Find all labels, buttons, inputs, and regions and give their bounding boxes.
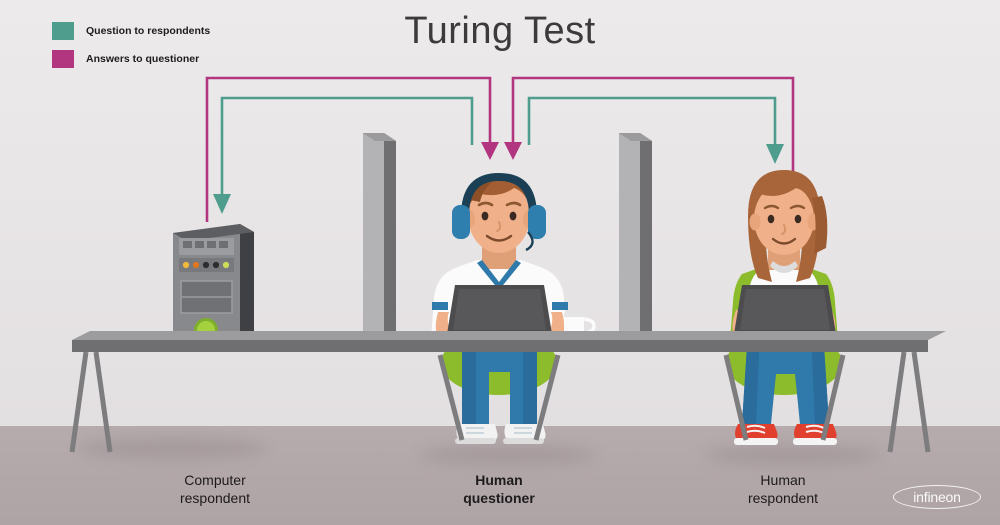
headphones-questioner xyxy=(461,173,537,216)
magenta-arrowhead-at-questioner-right xyxy=(504,142,522,160)
caption-human-respondent: Human respondent xyxy=(683,471,883,507)
caption-respondent-line1: Human xyxy=(760,472,806,488)
teal-arrow-questioner-to-human-path xyxy=(527,96,777,146)
legend-label-question: Question to respondents xyxy=(86,25,211,37)
headphone-earcup-right xyxy=(528,205,546,239)
magenta-arrow-computer-to-questioner-path xyxy=(205,76,492,222)
caption-questioner-line1: Human xyxy=(475,472,523,488)
legend-label-answer: Answers to questioner xyxy=(86,53,200,65)
legend-swatch-answer xyxy=(52,50,74,68)
legend-swatch-question xyxy=(52,22,74,40)
floor-shadow-computer xyxy=(78,437,268,459)
page-title: Turing Test xyxy=(404,10,596,52)
floor-shadow-questioner xyxy=(420,445,595,465)
floor-shadow-respondent xyxy=(705,445,880,465)
logo-oval-outline xyxy=(893,485,981,509)
human-respondent-figure xyxy=(723,170,846,445)
head-respondent xyxy=(754,183,814,255)
logo-wordmark: infineon xyxy=(913,489,961,505)
teal-arrowhead-at-computer xyxy=(213,194,231,214)
infineon-logo: infineon xyxy=(893,485,985,511)
jeans-questioner xyxy=(462,330,537,424)
human-questioner-figure xyxy=(431,173,596,444)
desktop-computer-tower xyxy=(173,224,254,345)
caption-computer-line1: Computer xyxy=(184,472,246,488)
head-questioner xyxy=(468,179,530,253)
privacy-divider-panel-left xyxy=(363,133,396,345)
magenta-arrowhead-at-questioner-left xyxy=(481,142,499,160)
headphone-earcup-left xyxy=(452,205,470,239)
caption-computer-respondent: Computer respondent xyxy=(115,471,315,507)
caption-computer-line2: respondent xyxy=(179,490,251,506)
sneaker-questioner-left xyxy=(455,424,498,444)
legend-item-answer: Answers to questioner xyxy=(52,50,210,68)
magenta-arrow-human-to-questioner-path xyxy=(511,76,795,222)
legend-item-question: Question to respondents xyxy=(52,22,210,40)
caption-questioner-line2: questioner xyxy=(463,490,535,506)
caption-human-questioner: Human questioner xyxy=(399,471,599,507)
hair-front-respondent xyxy=(753,174,815,212)
teal-arrow-questioner-to-computer-path xyxy=(220,96,474,196)
sneaker-respondent-right xyxy=(793,424,837,445)
caption-respondent-line2: respondent xyxy=(747,490,819,506)
jeans-respondent xyxy=(742,330,829,424)
teal-arrowhead-at-human-respondent xyxy=(766,144,784,164)
legend: Question to respondents Answers to quest… xyxy=(52,22,210,78)
privacy-divider-panel-right xyxy=(619,133,652,345)
long-desk xyxy=(69,331,946,453)
